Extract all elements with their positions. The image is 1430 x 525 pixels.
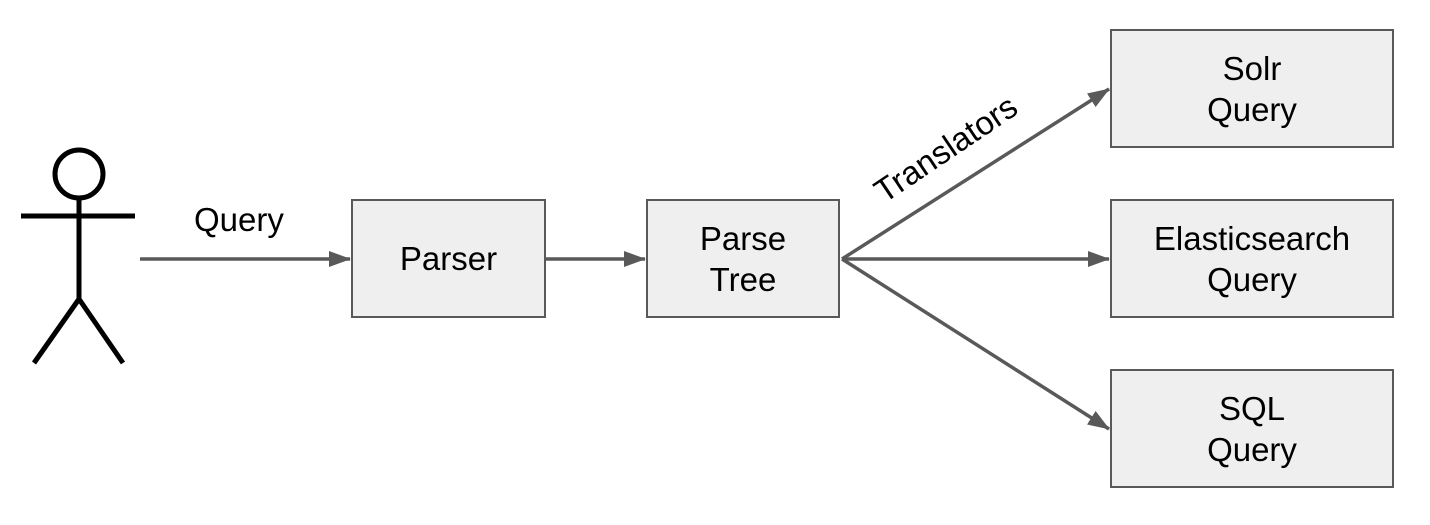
parse-tree-node: Parse Tree [646, 199, 840, 318]
sql-node-label-line-1: SQL [1218, 389, 1286, 427]
elasticsearch-node-label-line-2: Query [1207, 260, 1297, 298]
parser-node: Parser [351, 199, 546, 318]
parse-tree-node-label-line-2: Tree [709, 260, 777, 298]
solr-node-label-line-2: Query [1207, 90, 1297, 128]
elasticsearch-query-node: Elasticsearch Query [1110, 199, 1394, 318]
actor-right-leg [76, 297, 126, 365]
parser-node-label: Parser [399, 240, 498, 277]
arrow-parse-tree-to-sql [841, 257, 1110, 431]
parse-tree-node-label-line-1: Parse [699, 219, 787, 257]
sql-node-label-line-2: Query [1207, 430, 1297, 468]
actor-left-leg [31, 297, 82, 365]
user-actor-icon [21, 147, 135, 365]
elasticsearch-node-label-line-1: Elasticsearch [1153, 219, 1351, 257]
arrow-parse-tree-to-solr [841, 87, 1110, 261]
query-edge-label: Query [194, 201, 284, 238]
actor-head [52, 147, 106, 201]
solr-query-node: Solr Query [1110, 29, 1394, 148]
sql-query-node: SQL Query [1110, 369, 1394, 488]
solr-node-label-line-1: Solr [1222, 49, 1282, 87]
